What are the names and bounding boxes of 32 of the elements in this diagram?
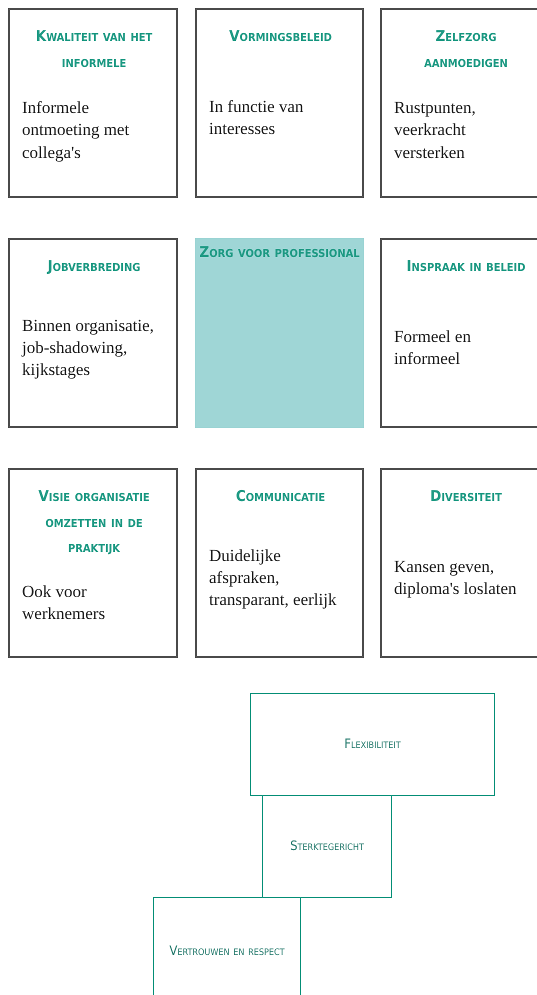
topic-box — [380, 8, 537, 198]
box-title: Zorg voor professional — [198, 242, 361, 263]
box-description: Kansen geven, diploma's loslaten — [394, 556, 518, 600]
topic-box — [8, 8, 178, 198]
box-title: Jobverbreding — [46, 256, 142, 277]
box-description: Binnen organisatie, job-shadowing, kijkstages — [22, 314, 155, 381]
box-title: Vormingsbeleid — [228, 26, 333, 47]
box-title: Flexibiliteit — [344, 736, 401, 754]
topic-box — [153, 897, 301, 995]
box-title: Vertrouwen en respect — [169, 943, 285, 962]
topic-box — [8, 468, 178, 658]
topic-box — [8, 238, 178, 428]
box-title: Inspraak in beleid — [406, 256, 526, 277]
topic-box — [380, 238, 537, 428]
box-description: Informele ontmoeting met collega's — [22, 97, 130, 164]
box-description: Duidelijke afspraken, transparant, eerlijk — [209, 544, 338, 611]
box-title: Diversiteit — [429, 486, 503, 507]
topic-box — [380, 468, 537, 658]
topic-box — [262, 795, 392, 898]
box-title: Zelfzorg aanmoedigen — [423, 26, 509, 72]
box-description: In functie van interesses — [209, 96, 304, 140]
box-description: Formeel en informeel — [394, 326, 472, 370]
box-title: Communicatie — [234, 486, 326, 507]
box-title: Kwaliteit van het informele — [34, 26, 154, 72]
box-description: Ook voor werknemers — [22, 581, 106, 626]
topic-box — [250, 693, 495, 796]
central-box — [195, 238, 364, 428]
box-description: Rustpunten, veerkracht versterken — [394, 97, 477, 164]
topic-box — [195, 468, 364, 658]
box-title: Sterktegericht — [290, 838, 364, 856]
topic-box — [195, 8, 364, 198]
box-title: Visie organisatie omzetten in de praktijk — [37, 486, 151, 558]
